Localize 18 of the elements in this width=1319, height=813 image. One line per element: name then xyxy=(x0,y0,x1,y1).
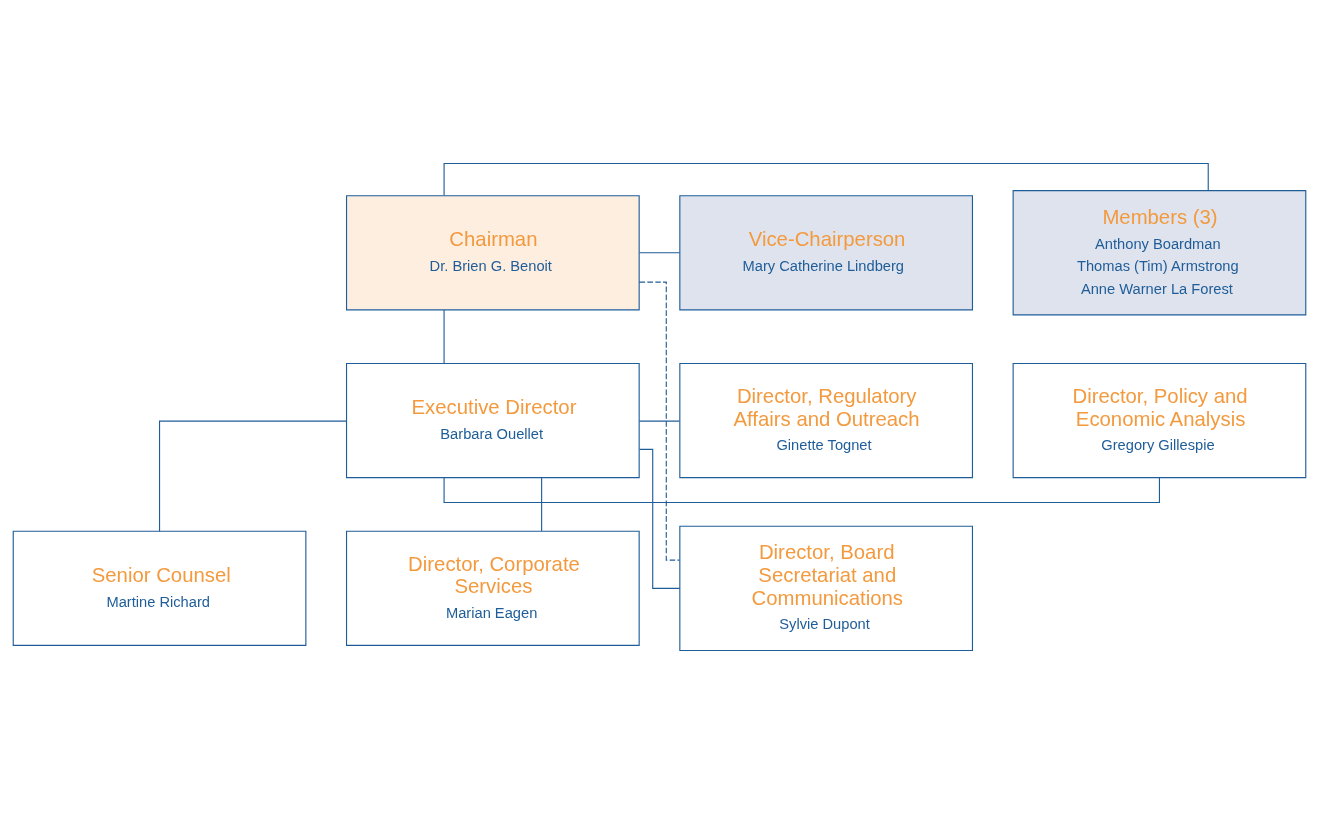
connector xyxy=(159,420,347,532)
node-box: Director, Policy and Economic Analysis Gregory Gillespie xyxy=(1012,362,1307,478)
connector xyxy=(638,251,681,253)
node-box: Director, Board Secretariat and Communications Sylvie Dupont xyxy=(679,525,974,651)
connector xyxy=(638,281,680,561)
node-box: Vice-Chairperson Mary Catherine Lindberg xyxy=(679,194,974,310)
node-box: Executive Director Barbara Ouellet xyxy=(345,362,640,478)
connector xyxy=(443,309,445,364)
node-box: Members (3) Anthony Boardman Thomas (Tim) Armstrong Anne Warner La Forest xyxy=(1012,189,1307,315)
node-box: Chairman Dr. Brien G. Benoit xyxy=(345,194,640,310)
connector xyxy=(639,448,681,589)
connector xyxy=(638,420,681,422)
node-box: Senior Counsel Martine Richard xyxy=(12,530,307,646)
connector xyxy=(443,162,1209,196)
node-box: Director, Corporate Services Marian Eagen xyxy=(345,530,640,646)
connector xyxy=(541,476,543,532)
node-box: Director, Regulatory Affairs and Outreach Ginette Tognet xyxy=(679,362,974,478)
connector xyxy=(443,476,1160,503)
